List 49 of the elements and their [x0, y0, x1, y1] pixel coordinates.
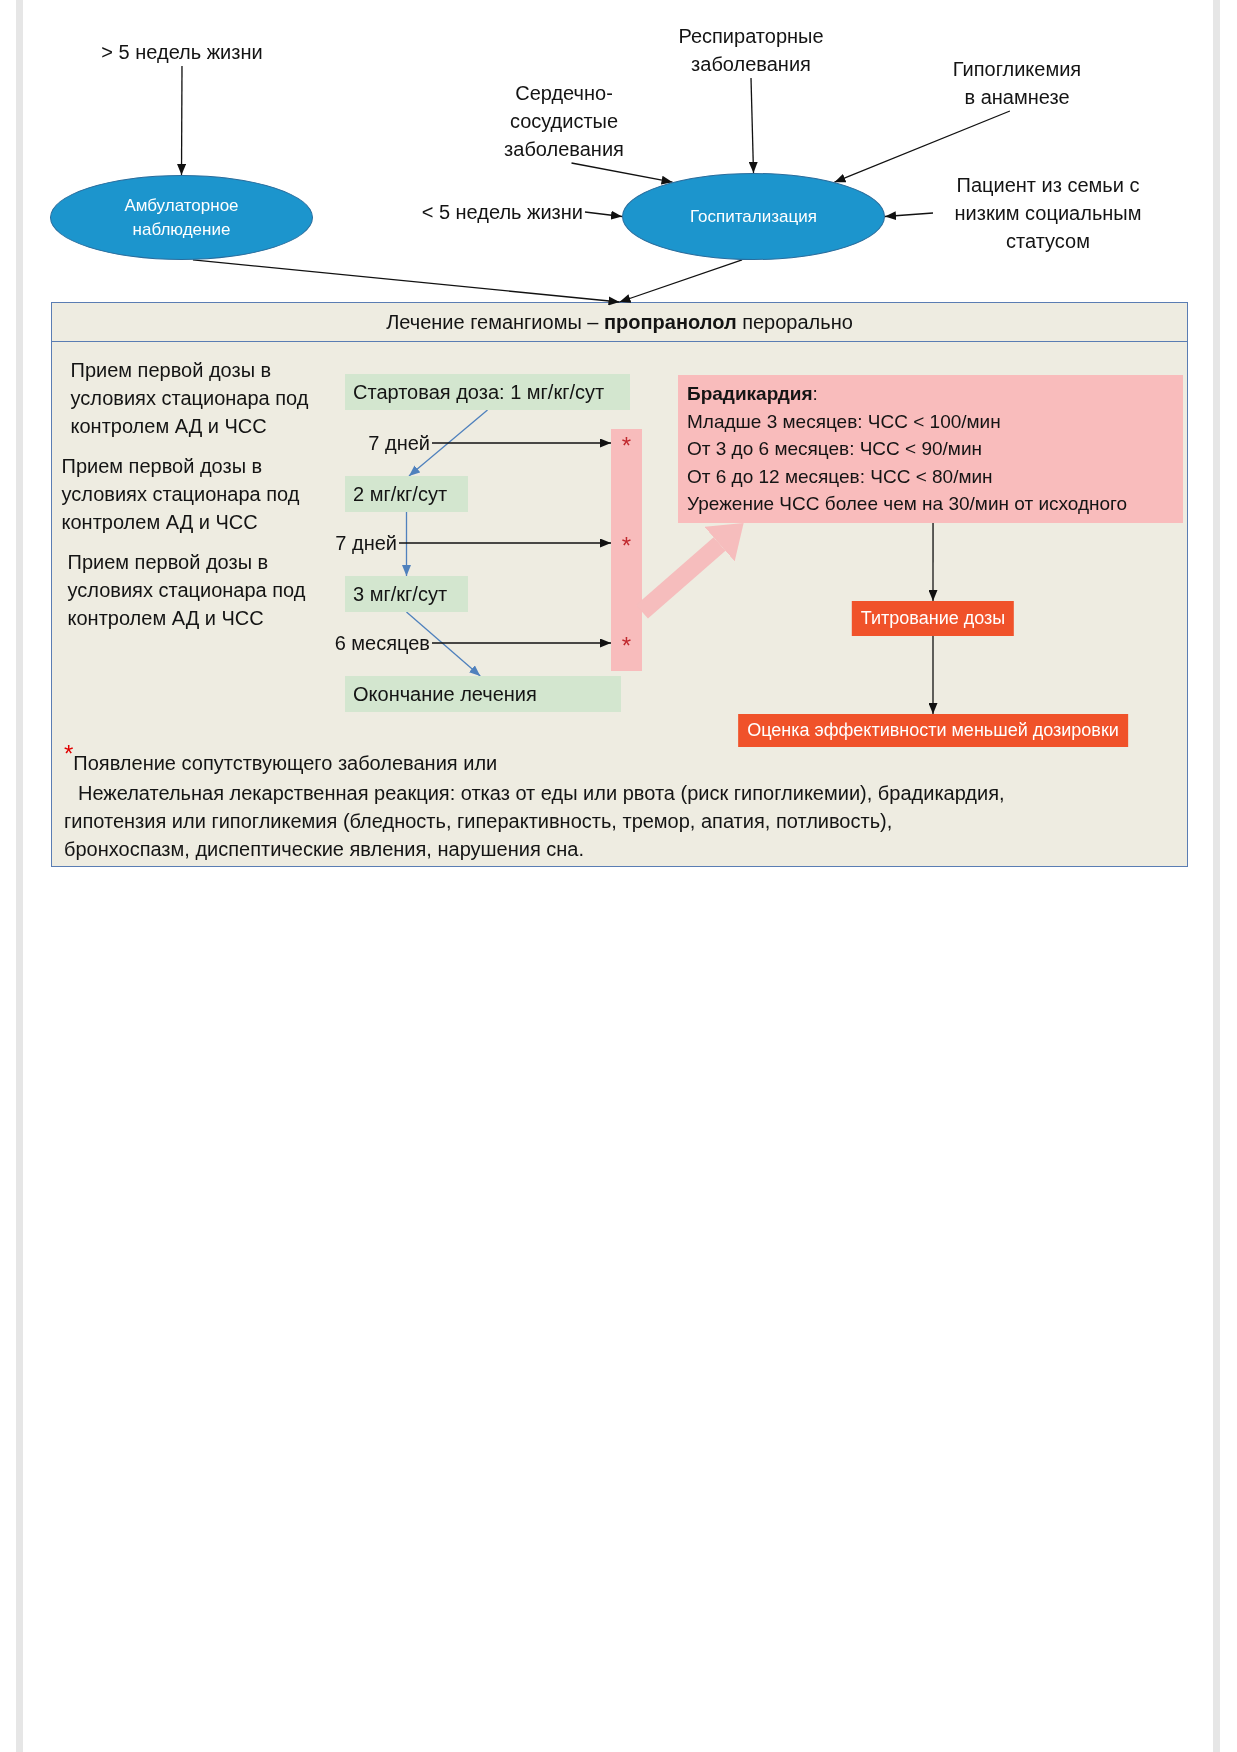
footnote-text: Нежелательная лекарственная реакция: отказ от еды или рвота (риск гипогликемии), брадикардия, гипотензия или гипогликемия (бледность, гиперактивность, тремор, апатия, потливость), бронхоспазм, диспептические явления, нарушения сна. — [64, 781, 1006, 862]
end-step-box: Окончание лечения — [345, 676, 621, 712]
action-box: Титрование дозы — [851, 601, 1015, 636]
criterion-text: Респираторные заболевания — [666, 22, 836, 78]
arrow — [833, 110, 1011, 183]
arrow — [402, 511, 411, 577]
criterion-text: Пациент из семьи с низким социальным статусом — [933, 171, 1163, 255]
duration-text: 6 месяцев — [332, 629, 432, 657]
action-box: Оценка эффективности меньшей дозировки — [738, 714, 1128, 747]
panel-header: Лечение гемангиомы – пропранолол перорально — [52, 303, 1187, 342]
arrow — [192, 259, 621, 306]
dose-step-box: 3 мг/кг/сут — [345, 576, 468, 612]
criterion-line: Младше 3 месяцев: ЧСС < 100/мин — [687, 409, 1001, 434]
arrow — [405, 611, 481, 677]
arrow — [928, 522, 938, 602]
instruction-text: Прием первой дозы в условиях стационара под контролем АД и ЧСС — [61, 454, 301, 535]
care-setting-ellipse: Амбулаторное наблюдение — [50, 175, 313, 260]
warning-panel — [678, 375, 1183, 523]
dose-step-box: 2 мг/кг/сут — [345, 476, 468, 512]
arrow — [570, 162, 674, 185]
warning-heading: Брадикардия: — [687, 382, 818, 406]
arrow — [177, 65, 187, 176]
asterisk-mark: * — [611, 429, 642, 457]
asterisk-mark: * — [611, 529, 642, 557]
arrow — [928, 635, 938, 715]
instruction-text: Прием первой дозы в условиях стационара под контролем АД и ЧСС — [70, 358, 310, 439]
arrow — [431, 638, 612, 648]
dose-step-box: Стартовая доза: 1 мг/кг/сут — [345, 374, 630, 410]
criterion-line: От 6 до 12 месяцев: ЧСС < 80/мин — [687, 464, 993, 489]
duration-text: 7 дней — [366, 429, 432, 457]
criterion-line: Урежение ЧСС более чем на 30/мин от исходного — [687, 492, 1128, 516]
arrow — [748, 77, 758, 174]
treatment-panel — [51, 302, 1188, 867]
criterion-text: < 5 недель жизни — [419, 198, 585, 226]
highlight-bar — [611, 429, 642, 671]
instruction-text: Прием первой дозы в условиях стационара под контролем АД и ЧСС — [67, 550, 307, 631]
arrow — [884, 211, 934, 221]
arrow — [408, 409, 489, 477]
duration-text: 7 дней — [333, 529, 399, 557]
criterion-text: Сердечно-сосудистые заболевания — [489, 79, 639, 163]
arrow — [618, 259, 743, 303]
arrow — [584, 210, 623, 220]
asterisk-mark: * — [611, 629, 642, 657]
arrow — [431, 438, 612, 448]
care-setting-ellipse: Госпитализация — [622, 173, 885, 260]
criterion-text: > 5 недель жизни — [87, 38, 277, 66]
criterion-text: Гипогликемия в анамнезе — [946, 55, 1088, 111]
arrow — [398, 538, 612, 548]
criterion-line: От 3 до 6 месяцев: ЧСС < 90/мин — [687, 437, 983, 461]
